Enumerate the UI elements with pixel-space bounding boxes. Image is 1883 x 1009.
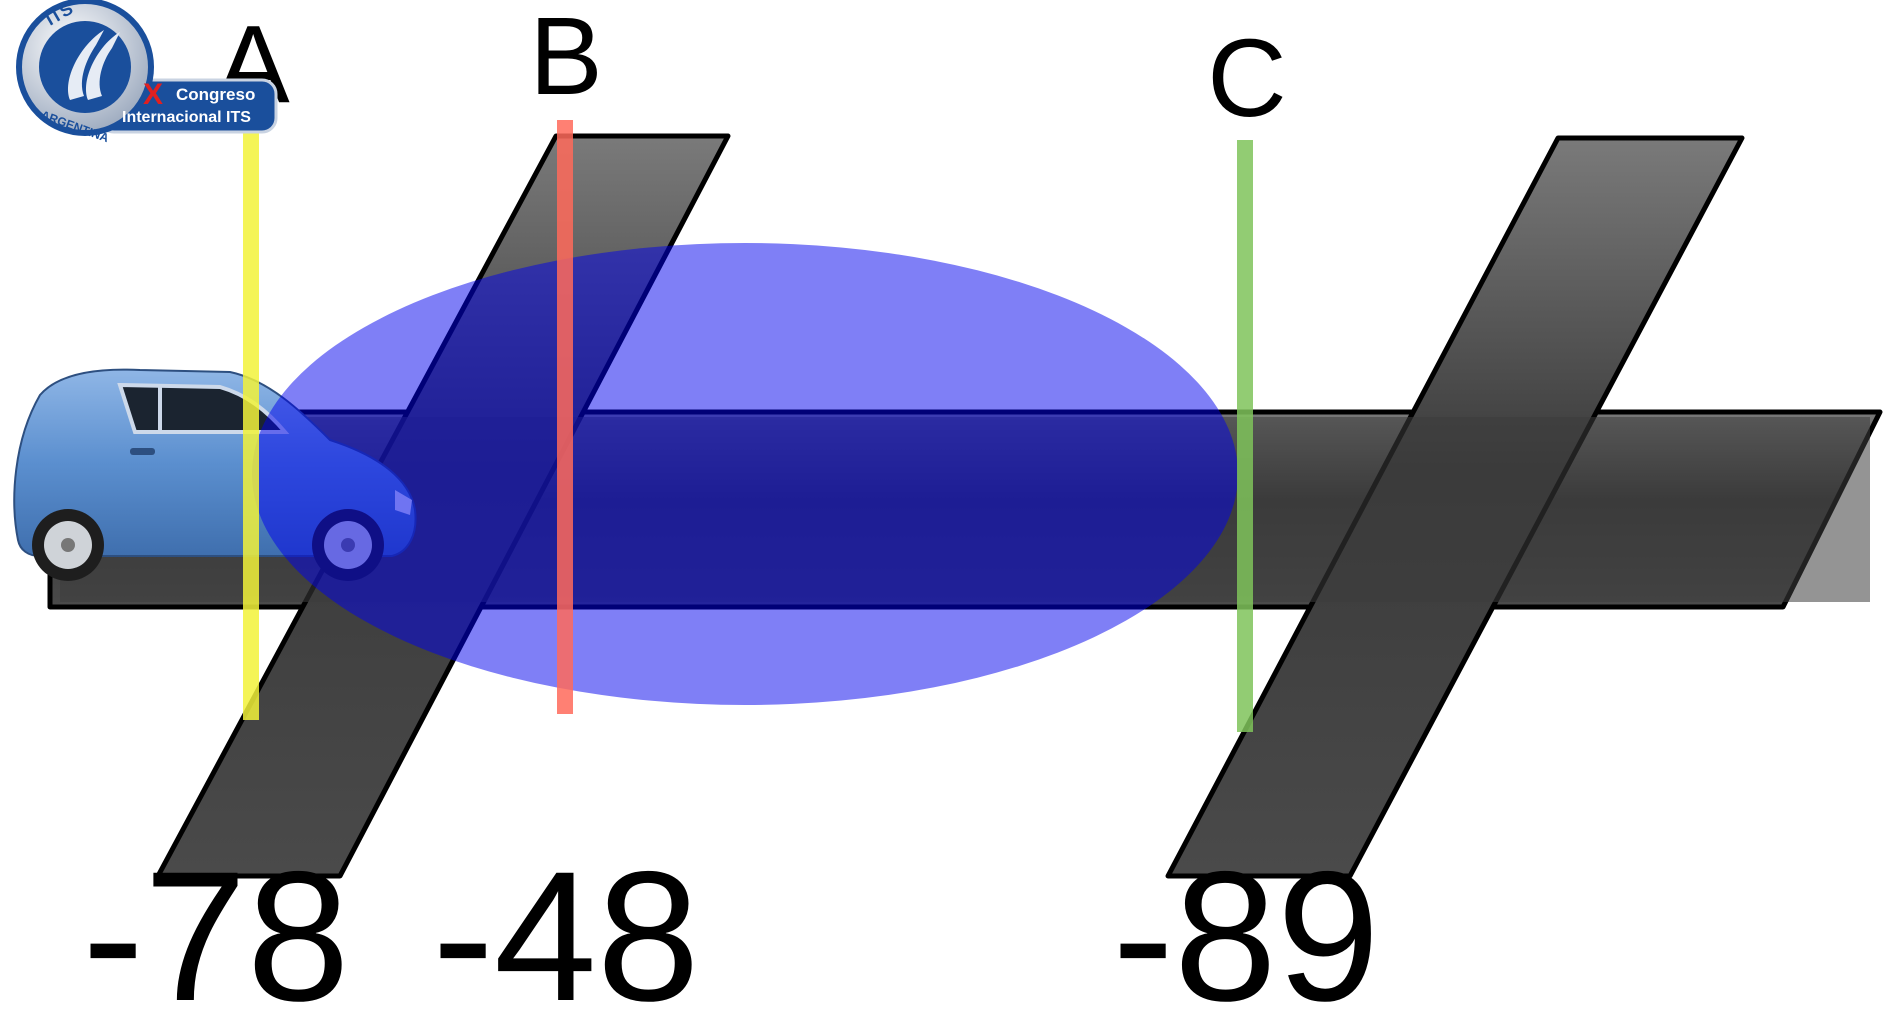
car-door-handle [130, 448, 155, 455]
rear-wheel [32, 509, 104, 581]
logo-line1: Congreso [176, 85, 255, 104]
congress-logo: ITS ARGENTINA X Congreso Internacional I… [16, 0, 278, 145]
marker-letter-b: B [529, 0, 602, 118]
coverage-zone [252, 243, 1238, 705]
logo-x-mark: X [143, 78, 163, 111]
marker-letter-c: C [1207, 17, 1286, 140]
marker-value-a: -78 [82, 834, 349, 1004]
logo-swoosh-2-icon [86, 32, 120, 100]
marker-value-c: -89 [1112, 834, 1379, 1004]
logo-line2: Internacional ITS [122, 109, 251, 126]
logo-swoosh-icon [68, 30, 104, 100]
marker-value-b: -48 [432, 834, 699, 1004]
